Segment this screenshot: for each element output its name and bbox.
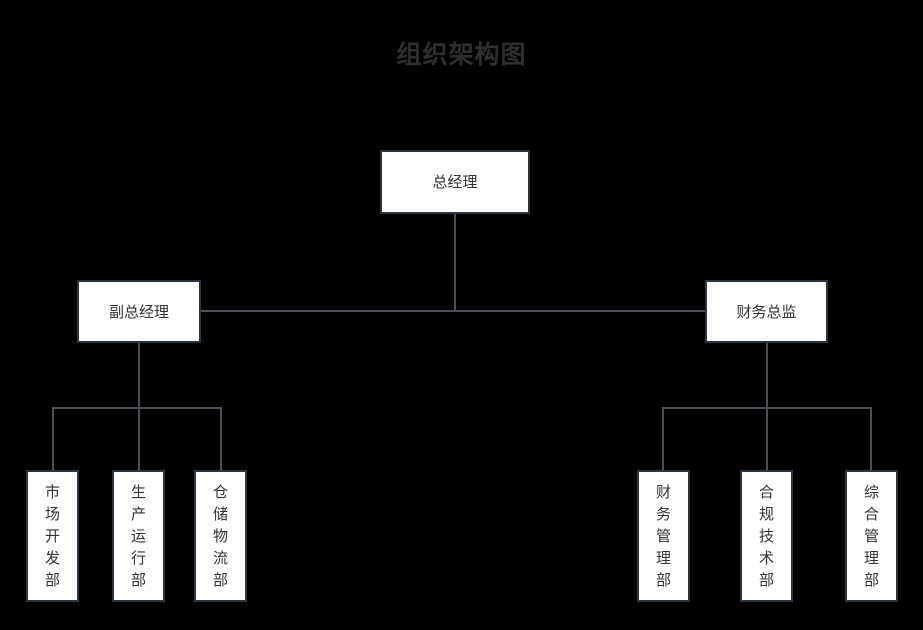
page-title: 组织架构图 <box>396 40 527 69</box>
connector-root-down <box>454 214 456 311</box>
node-label: 市 场 开 发 部 <box>44 483 60 589</box>
node-market-development-dept[interactable]: 市 场 开 发 部 <box>26 470 79 602</box>
node-label: 仓 储 物 流 部 <box>212 483 228 589</box>
connector-left-children-bus <box>52 407 220 409</box>
connector-right-down <box>766 343 768 408</box>
node-label: 合 规 技 术 部 <box>758 483 774 589</box>
connector-right-child-1-drop <box>662 407 664 470</box>
connector-left-child-3-drop <box>220 407 222 470</box>
node-compliance-technology-dept[interactable]: 合 规 技 术 部 <box>740 470 793 602</box>
node-label: 总经理 <box>432 173 478 191</box>
node-label: 综 合 管 理 部 <box>863 483 879 589</box>
node-deputy-general-manager[interactable]: 副总经理 <box>77 280 201 343</box>
node-general-manager[interactable]: 总经理 <box>380 150 530 214</box>
connector-right-child-2-drop <box>766 407 768 470</box>
node-label: 财 务 管 理 部 <box>655 483 671 589</box>
node-label: 副总经理 <box>108 302 169 321</box>
node-warehouse-logistics-dept[interactable]: 仓 储 物 流 部 <box>194 470 247 602</box>
connector-left-child-2-drop <box>138 407 140 470</box>
node-label: 生 产 运 行 部 <box>130 483 146 589</box>
connector-left-down <box>138 343 140 408</box>
connector-left-child-1-drop <box>52 407 54 470</box>
node-label: 财务总监 <box>736 302 797 321</box>
node-general-management-dept[interactable]: 综 合 管 理 部 <box>845 470 898 602</box>
connector-level2-bus <box>139 310 767 312</box>
node-production-operations-dept[interactable]: 生 产 运 行 部 <box>112 470 165 602</box>
connector-right-child-3-drop <box>870 407 872 470</box>
node-finance-director[interactable]: 财务总监 <box>705 280 828 343</box>
node-finance-management-dept[interactable]: 财 务 管 理 部 <box>637 470 690 602</box>
